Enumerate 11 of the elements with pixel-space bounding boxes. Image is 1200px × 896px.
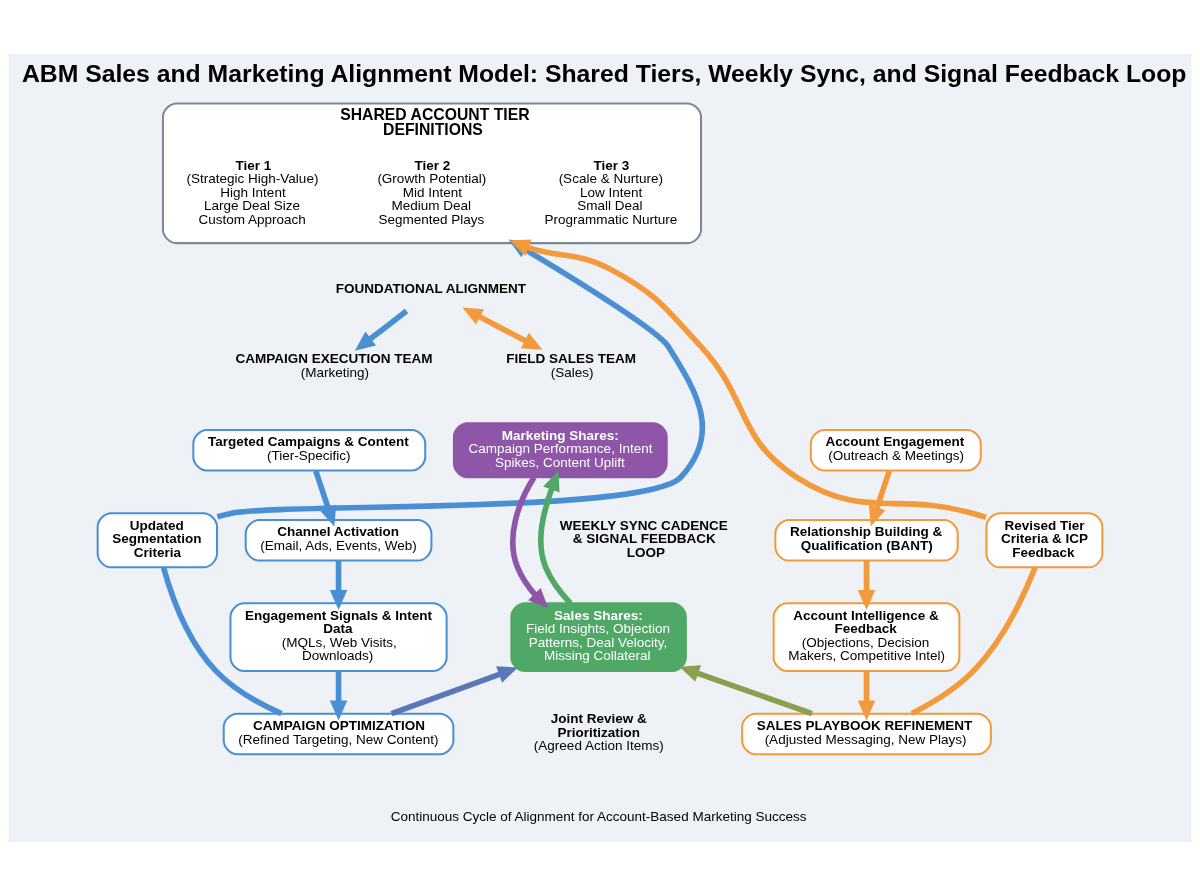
node-label: Joint Review & Prioritization bbox=[550, 711, 647, 740]
node-text: Tier 1 (Strategic High-Value) High Intent Large Deal Size Custom Approach bbox=[186, 157, 319, 227]
node-label: (Agreed Action Items) bbox=[533, 738, 664, 754]
node-text: WEEKLY SYNC CADENCE & SIGNAL FEEDBACK LOOP bbox=[559, 517, 728, 560]
node-text: FIELD SALES TEAM (Sales) bbox=[506, 351, 637, 380]
caption: Continuous Cycle of Alignment for Account-Based Marketing Success bbox=[390, 808, 807, 824]
node-text: CAMPAIGN EXECUTION TEAM (Marketing) bbox=[235, 351, 433, 380]
diagram-title: ABM Sales and Marketing Alignment Model: Shared Tiers, Weekly Sync, and Signal Feedback Loop bbox=[21, 59, 1187, 87]
node-text: Tier 3 (Scale & Nurture) Low Intent Small Deal Programmatic Nurture bbox=[544, 157, 678, 227]
node-text: Tier 2 (Growth Potential) Mid Intent Medium Deal Segmented Plays bbox=[377, 157, 487, 227]
node-text: FOUNDATIONAL ALIGNMENT bbox=[335, 280, 526, 296]
